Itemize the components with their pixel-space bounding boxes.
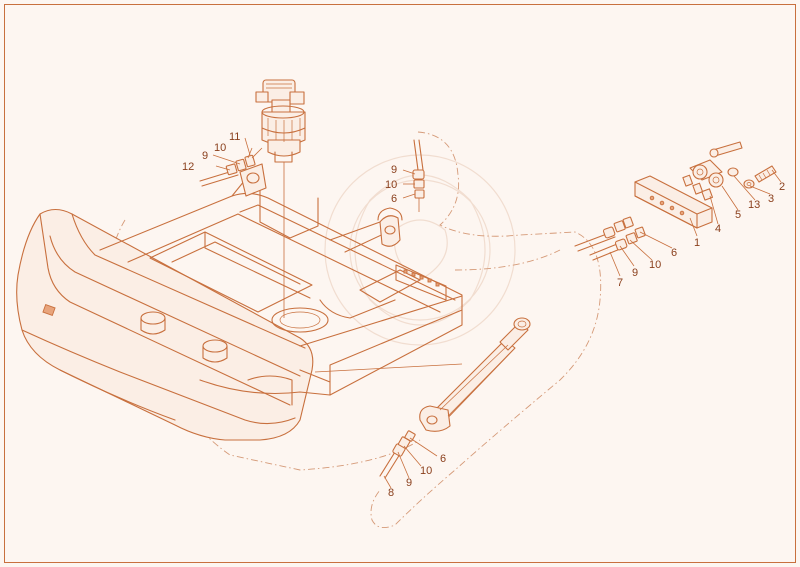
callout-9-left: 9 xyxy=(202,150,208,162)
mount-boss-left xyxy=(140,311,166,335)
callout-3: 3 xyxy=(768,193,774,205)
callout-8: 8 xyxy=(388,487,394,499)
callout-11: 11 xyxy=(229,131,240,143)
banjo-fitting-set xyxy=(682,141,777,201)
callout-10-bottom: 10 xyxy=(420,465,432,477)
sheet-border xyxy=(4,4,796,563)
swing-motor xyxy=(255,79,306,318)
watermark-logo xyxy=(324,154,516,346)
mount-boss-right xyxy=(202,339,228,363)
callout-9-bottom: 9 xyxy=(406,477,412,489)
callout-6-right: 6 xyxy=(671,247,677,259)
callout-leaders xyxy=(212,137,782,489)
hydraulic-cylinder xyxy=(314,317,531,432)
callout-6-top: 6 xyxy=(391,193,397,205)
callout-2: 2 xyxy=(779,181,785,193)
callout-5: 5 xyxy=(735,209,741,221)
callout-10-top: 10 xyxy=(385,179,397,191)
callout-1: 1 xyxy=(694,237,700,249)
valve-block xyxy=(634,175,713,229)
callout-9-top: 9 xyxy=(391,164,397,176)
callout-13: 13 xyxy=(748,199,760,211)
callout-10-right: 10 xyxy=(649,259,661,271)
callout-4: 4 xyxy=(715,223,721,235)
callout-numbers: 1 2 3 4 5 13 6 10 9 7 12 9 10 11 9 10 6 … xyxy=(182,131,785,499)
callout-7: 7 xyxy=(617,277,623,289)
frame-main-deck xyxy=(99,179,463,396)
boom-lug xyxy=(239,163,403,247)
callout-12: 12 xyxy=(182,161,194,173)
callout-9-right: 9 xyxy=(632,267,638,279)
fitting-group-top-middle xyxy=(412,139,425,212)
callout-6-bottom: 6 xyxy=(440,453,446,465)
callout-10-left: 10 xyxy=(214,142,226,154)
fitting-group-bottom xyxy=(379,430,416,479)
